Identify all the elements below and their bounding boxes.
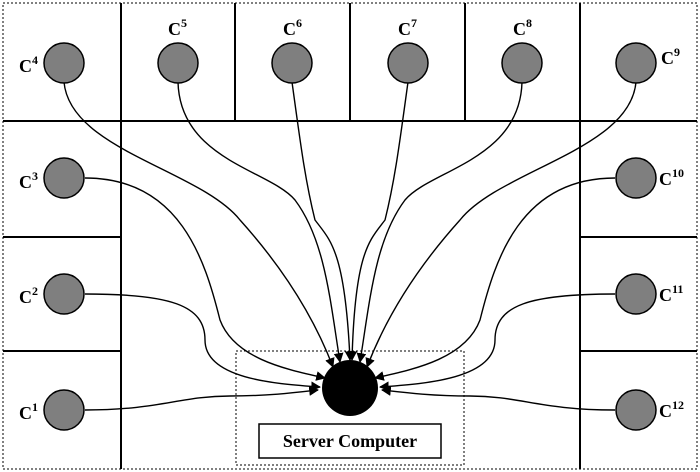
client-label-c3: C3: [19, 169, 38, 192]
connection-c7: [347, 81, 409, 361]
client-label-c10: C10: [659, 166, 684, 189]
client-node-c3: [43, 157, 85, 199]
connection-c12: [381, 386, 616, 411]
server-label-box: [258, 423, 442, 459]
server-node: [322, 360, 378, 416]
connection-c8: [356, 81, 523, 363]
client-node-c4: [43, 42, 85, 84]
connection-c3: [84, 177, 326, 381]
client-label-c6: C6: [283, 16, 302, 39]
client-label-c1: C1: [19, 400, 38, 423]
client-label-c5: C5: [168, 16, 187, 39]
connection-c6: [291, 81, 355, 361]
client-node-c8: [501, 42, 543, 84]
client-label-c2: C2: [19, 284, 38, 307]
connection-c5: [177, 81, 344, 363]
server-label: Server Computer: [283, 431, 417, 451]
client-node-c12: [615, 389, 657, 431]
client-label-c11: C11: [659, 282, 683, 305]
connection-c11: [379, 293, 616, 392]
connection-c4: [63, 81, 335, 368]
client-label-c7: C7: [398, 16, 417, 39]
client-labels: C1 C2 C3 C4 C5 C6 C7 C8 C9 C10 C11 C12: [19, 16, 684, 423]
client-node-c11: [615, 273, 657, 315]
connection-c10: [374, 177, 616, 381]
client-label-c8: C8: [513, 16, 532, 39]
connection-c1: [84, 386, 319, 411]
client-label-c12: C12: [659, 398, 684, 421]
client-node-c7: [387, 42, 429, 84]
client-label-c9: C9: [661, 45, 680, 68]
client-node-c10: [615, 157, 657, 199]
client-nodes: [43, 42, 657, 431]
client-node-c5: [157, 42, 199, 84]
connection-c9: [365, 81, 637, 368]
connections: [63, 81, 637, 411]
client-node-c9: [615, 42, 657, 84]
client-node-c1: [43, 389, 85, 431]
client-node-c6: [271, 42, 313, 84]
connection-c2: [84, 293, 321, 392]
client-label-c4: C4: [19, 53, 38, 76]
client-node-c2: [43, 273, 85, 315]
